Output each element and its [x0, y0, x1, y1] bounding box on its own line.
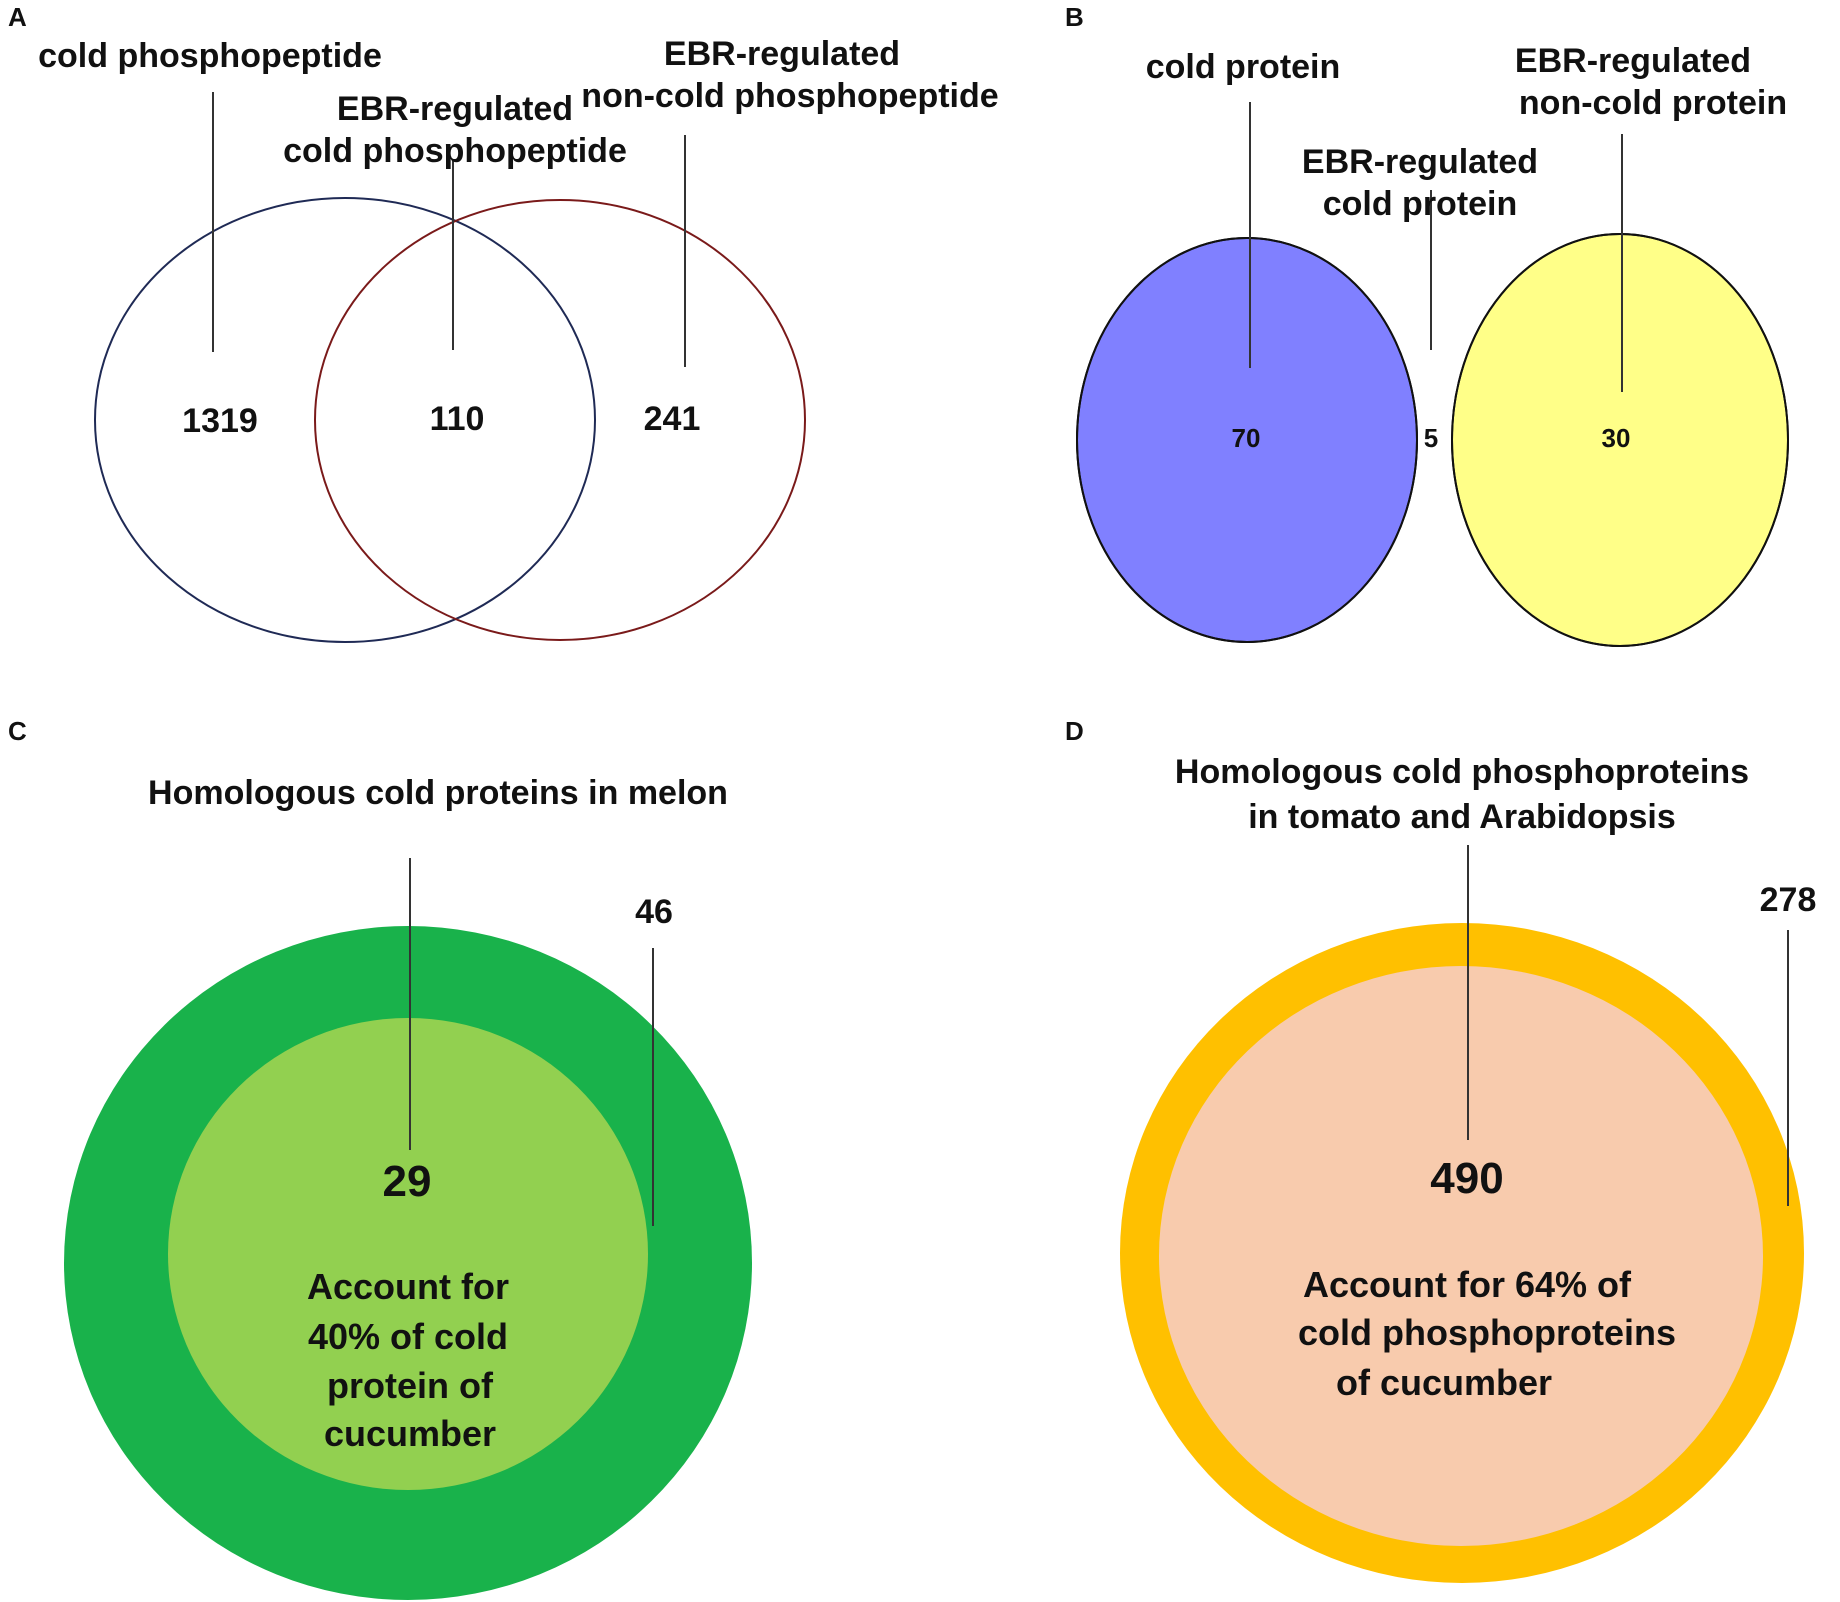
panel-a-letter: A: [8, 2, 27, 32]
panel-b-left-count: 70: [1232, 423, 1261, 453]
panel-b-right-label-line2: non-cold protein: [1519, 84, 1787, 122]
panel-b-middle-label-line2: cold protein: [1323, 185, 1518, 223]
panel-b-middle-label-line1: EBR-regulated: [1302, 143, 1538, 181]
panel-c-inner-text-line4: cucumber: [324, 1413, 496, 1454]
panel-d-inner-text-line2: cold phosphoproteins: [1298, 1312, 1676, 1353]
panel-d-inner-text-line1: Account for 64% of: [1303, 1264, 1632, 1305]
panel-b-overlap-count: 5: [1424, 423, 1438, 453]
panel-c-inner-count: 29: [383, 1157, 432, 1206]
panel-d-title-line1: Homologous cold phosphoproteins: [1175, 753, 1749, 791]
panel-c-letter: C: [8, 716, 27, 746]
panel-a-circle-right: [314, 199, 806, 641]
panel-d-letter: D: [1065, 716, 1084, 746]
panel-b-circle-right-outline: [1451, 233, 1789, 647]
panel-d-inner-text-line3: of cucumber: [1336, 1362, 1552, 1403]
panel-d-title-line2: in tomato and Arabidopsis: [1248, 798, 1676, 836]
panel-d-inner-circle: [1159, 966, 1763, 1546]
panel-a-circle-left: [94, 197, 596, 643]
panel-c-inner-text-line1: Account for: [307, 1266, 509, 1307]
panel-c-title: Homologous cold proteins in melon: [148, 774, 728, 812]
panel-b-circle-left-outline: [1076, 237, 1418, 643]
panel-a-left-count: 1319: [182, 402, 258, 440]
panel-b-left-label: cold protein: [1146, 48, 1341, 86]
panel-c-inner-text-line3: protein of: [327, 1365, 494, 1406]
panel-a-right-count: 241: [644, 400, 701, 438]
panel-d: D Homologous cold phosphoproteins in tom…: [1065, 716, 1816, 1583]
panel-c: C Homologous cold proteins in melon 46 2…: [8, 716, 752, 1600]
panel-a-middle-label-line2: cold phosphopeptide: [283, 132, 627, 170]
panel-c-inner-text-line2: 40% of cold: [308, 1316, 508, 1357]
panel-c-inner-circle: [168, 1018, 648, 1490]
panel-a-middle-label-line1: EBR-regulated: [337, 90, 573, 128]
panel-a-right-label-line1: EBR-regulated: [664, 35, 900, 73]
panel-b: B cold protein EBR-regulated cold protei…: [1065, 2, 1789, 647]
panel-a-overlap-count: 110: [430, 400, 485, 438]
panel-d-outer-count: 278: [1760, 881, 1817, 919]
panel-d-inner-count: 490: [1430, 1154, 1503, 1203]
panel-a-right-label-line2: non-cold phosphopeptide: [581, 77, 998, 115]
panel-a: A cold phosphopeptide EBR-regulated cold…: [8, 2, 999, 643]
panel-b-letter: B: [1065, 2, 1084, 32]
panel-b-right-count: 30: [1602, 423, 1631, 453]
panel-a-left-label: cold phosphopeptide: [38, 37, 382, 75]
panel-b-right-label-line1: EBR-regulated: [1515, 42, 1751, 80]
panel-c-outer-count: 46: [635, 893, 673, 931]
